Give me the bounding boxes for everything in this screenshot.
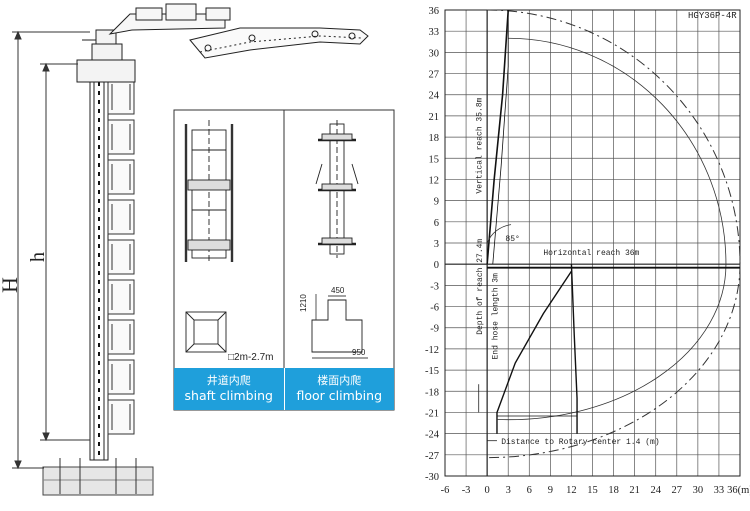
rotary-distance-label: Distance to Rotary center 1.4 (m)	[501, 438, 659, 447]
lower-inner-arc	[497, 264, 727, 421]
boom-arm	[108, 3, 369, 59]
chart-title: HGY36P-4R	[688, 11, 737, 21]
dim-label-h: h	[27, 252, 49, 262]
y-tick-label: -6	[430, 303, 439, 314]
y-tick-label: -18	[425, 387, 439, 398]
height-dimension-lines	[12, 30, 90, 470]
depth-boom-2	[496, 270, 573, 434]
lower-reach-arc	[487, 264, 741, 459]
x-tick-label: 6	[527, 485, 532, 496]
dim-1210-label: 1210	[299, 294, 308, 312]
x-tick-label: 9	[548, 485, 553, 496]
x-tick-label: -6	[441, 485, 450, 496]
y-tick-label: -21	[425, 408, 439, 419]
range-chart: -6-30369121518212427303336(m)36333027242…	[425, 6, 750, 496]
mast-column	[89, 81, 109, 461]
end-hose-label: End hose length 3m	[492, 273, 501, 360]
y-tick-label: -9	[430, 324, 439, 335]
y-tick-label: -3	[430, 281, 439, 292]
x-tick-label: 0	[485, 485, 490, 496]
shaft-size-label: □2m-2.7m	[228, 352, 274, 363]
y-tick-label: 3	[434, 239, 439, 250]
caption-shaft-climbing: 井道内爬 shaft climbing	[174, 368, 285, 410]
y-tick-label: 15	[429, 154, 440, 165]
y-tick-label: 24	[429, 91, 440, 102]
climbing-method-inset	[173, 109, 395, 411]
depth-reach-label: Depth of reach 27.4m	[476, 239, 485, 335]
y-tick-label: 21	[429, 112, 440, 123]
x-tick-label: 27	[672, 485, 683, 496]
y-tick-label: 36	[429, 6, 440, 17]
x-tick-label: 15	[587, 485, 598, 496]
caption-shaft-zh: 井道内爬	[206, 374, 251, 388]
angle-arc	[486, 224, 512, 244]
y-tick-label: -27	[425, 451, 439, 462]
y-tick-label: 27	[429, 70, 440, 81]
caption-floor-zh: 楼面内爬	[317, 374, 362, 388]
floor-climbing-drawing	[311, 120, 368, 359]
y-tick-label: 6	[434, 218, 439, 229]
y-tick-label: 12	[429, 175, 440, 186]
x-tick-label: 30	[693, 485, 704, 496]
angle-label: 85°	[505, 235, 519, 244]
turret	[76, 29, 136, 83]
dim-950-label: 950	[352, 348, 366, 357]
y-tick-label: -30	[425, 472, 439, 483]
y-tick-label: 33	[429, 27, 440, 38]
caption-shaft-en: shaft climbing	[184, 388, 273, 404]
vertical-boom-2	[492, 10, 509, 265]
chart-frame	[444, 9, 741, 477]
outer-reach-arc	[487, 9, 741, 265]
y-tick-label: -12	[425, 345, 439, 356]
y-tick-label: 0	[434, 260, 439, 271]
y-tick-label: 9	[434, 197, 439, 208]
depth-boom	[570, 264, 578, 434]
dim-450-label: 450	[331, 286, 345, 295]
x-tick-label: -3	[462, 485, 471, 496]
x-tick-label: 33	[714, 485, 725, 496]
x-tick-label: 18	[608, 485, 619, 496]
dim-label-H: H	[0, 277, 22, 293]
y-tick-label: 30	[429, 48, 440, 59]
inset-caption-bar: 井道内爬 shaft climbing 楼面内爬 floor climbing	[174, 368, 394, 410]
x-tick-label: 24	[650, 485, 661, 496]
inner-reach-arc	[508, 37, 727, 265]
y-tick-label: -24	[425, 430, 440, 441]
x-tick-label: 3	[506, 485, 511, 496]
x-tick-label: 21	[629, 485, 640, 496]
y-tick-label: -15	[425, 366, 439, 377]
caption-floor-climbing: 楼面内爬 floor climbing	[285, 368, 395, 410]
y-tick-label: 18	[429, 133, 440, 144]
horizontal-reach-label: Horizontal reach 36m	[543, 249, 639, 258]
left-figure	[12, 3, 369, 496]
x-tick-label: 12	[566, 485, 577, 496]
climbing-frames	[107, 79, 135, 435]
vertical-boom	[486, 9, 510, 265]
shaft-climbing-drawing	[184, 120, 234, 353]
foundation-base	[42, 458, 154, 496]
x-tick-label: 36(m)	[727, 485, 750, 496]
vertical-reach-label: Vertical reach 35.8m	[476, 97, 485, 193]
caption-floor-en: floor climbing	[296, 388, 383, 404]
